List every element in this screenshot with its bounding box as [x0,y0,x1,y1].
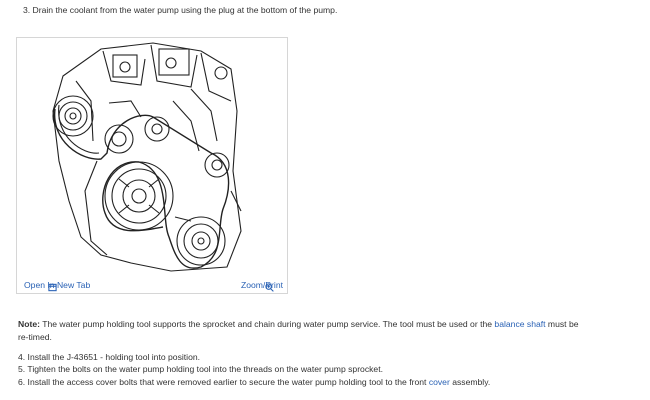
step-6-text-before: 6. Install the access cover bolts that w… [18,376,429,387]
note-label: Note: [18,319,40,329]
steps-list: 4. Install the J-43651 - holding tool in… [18,351,490,388]
window-icon [48,283,57,292]
zoom-print-link[interactable]: Zoom/Print [240,280,283,292]
zoom-print-label: Zoom/Print [240,280,283,290]
step-5-text: 5. Tighten the bolts on the water pump h… [18,364,383,375]
note-text-before: The water pump holding tool supports the… [39,319,495,329]
open-in-new-tab-label: Open In New Tab [24,280,91,290]
step-4-text: 4. Install the J-43651 - holding tool in… [18,352,201,362]
step-3-text: 3. Drain the coolant from the water pump… [23,5,338,15]
note-paragraph: Note: The water pump holding tool suppor… [18,318,588,344]
open-in-new-tab-link[interactable]: Open In New Tab [24,280,91,292]
step-6: 6. Install the access cover bolts that w… [18,376,490,388]
engine-illustration [52,42,242,272]
note-text-after: must be re-timed. [18,319,579,342]
engine-diagram-figure: Open In New Tab Zoom/Print [16,37,288,294]
magnifier-icon [265,283,274,292]
cover-link[interactable]: cover [428,376,450,387]
step-6-text-after: assembly. [449,376,491,387]
balance-shaft-link[interactable]: balance shaft [494,319,546,329]
